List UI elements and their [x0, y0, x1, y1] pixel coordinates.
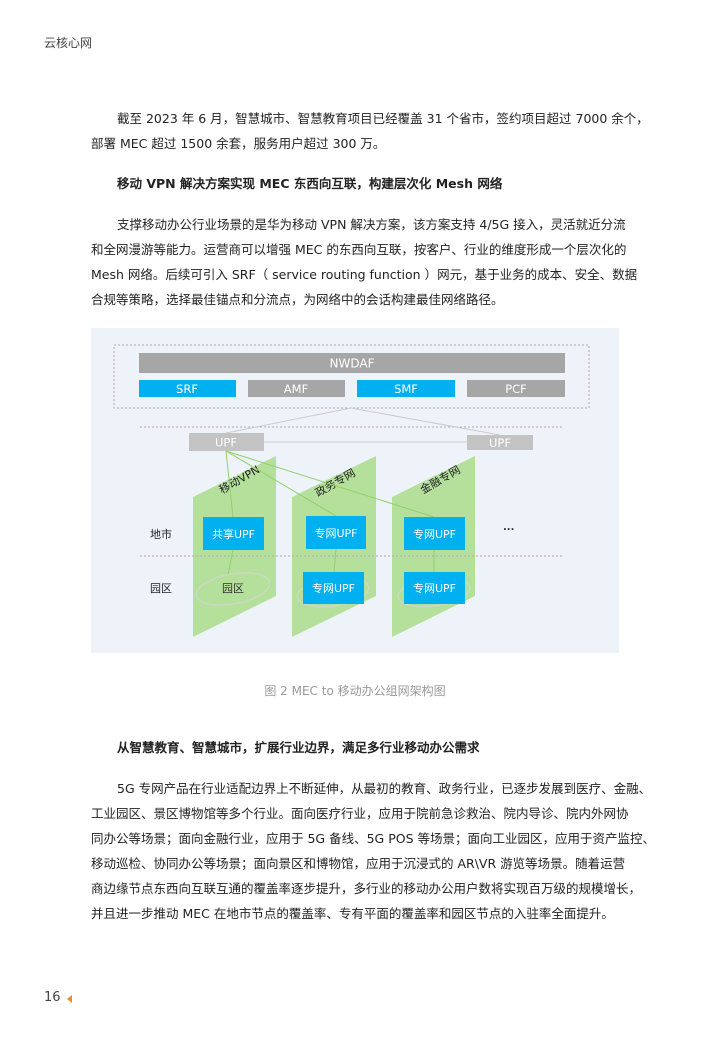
- text-line: Mesh 网络。后续可引入 SRF（ service routing funct…: [91, 267, 638, 282]
- smf-label: SMF: [394, 382, 418, 396]
- private-upf-box: [404, 572, 465, 604]
- section-header: 云核心网: [44, 36, 93, 50]
- pcf-box: [467, 380, 565, 397]
- text-line: 5G 专网产品在行业适配边界上不断延伸，从最初的教育、政务行业，已逐步发展到医疗…: [117, 781, 652, 796]
- campus-label: 园区: [222, 582, 244, 595]
- heading-2: 从智慧教育、智慧城市，扩展行业边界，满足多行业移动办公需求: [117, 740, 480, 755]
- upf-right-label: UPF: [489, 436, 511, 450]
- pcf-label: PCF: [505, 382, 527, 396]
- amf-box: [248, 380, 345, 397]
- srf-box: [139, 380, 236, 397]
- private-upf-label: 专网UPF: [314, 526, 357, 540]
- private-upf-box: [404, 517, 465, 550]
- heading-1: 移动 VPN 解决方案实现 MEC 东西向互联，构建层次化 Mesh 网络: [117, 176, 503, 191]
- text-line: 截至 2023 年 6 月，智慧城市、智慧教育项目已经覆盖 31 个省市，签约项…: [117, 111, 649, 126]
- paragraph-3: 5G 专网产品在行业适配边界上不断延伸，从最初的教育、政务行业，已逐步发展到医疗…: [91, 776, 655, 926]
- shared-upf-box: [203, 517, 264, 550]
- text-line: 移动巡检、协同办公等场景；面向景区和博物馆，应用于沉浸式的 AR\VR 游览等场…: [91, 856, 626, 871]
- architecture-diagram: NWDAF SRF AMF SMF PCF UPF UPF 移动VPN 政务专网…: [91, 328, 619, 653]
- page-marker-icon: [67, 995, 72, 1003]
- upf-left-box: [189, 433, 264, 451]
- private-upf-label: 专网UPF: [312, 581, 355, 595]
- text-line: 工业园区、景区博物馆等多个行业。面向医疗行业，应用于院前急诊救治、院内导诊、院内…: [91, 806, 629, 821]
- more-ellipsis: ...: [503, 522, 514, 533]
- paragraph-1: 截至 2023 年 6 月，智慧城市、智慧教育项目已经覆盖 31 个省市，签约项…: [91, 106, 649, 156]
- text-line: 部署 MEC 超过 1500 余套，服务用户超过 300 万。: [91, 136, 386, 151]
- upf-right-box: [467, 435, 533, 450]
- row-label-campus: 园区: [150, 582, 172, 595]
- text-line: 同办公等场景；面向金融行业，应用于 5G 备线、5G POS 等场景；面向工业园…: [91, 831, 655, 846]
- green-links: [225, 450, 435, 576]
- figure-caption: 图 2 MEC to 移动办公组网架构图: [264, 684, 446, 698]
- paragraph-2: 支撑移动办公行业场景的是华为移动 VPN 解决方案，该方案支持 4/5G 接入，…: [91, 212, 638, 312]
- link-line: [350, 407, 501, 436]
- text-line: 和全网漫游等能力。运营商可以增强 MEC 的东西向互联，按客户、行业的维度形成一…: [91, 242, 627, 257]
- control-plane-box: [113, 344, 590, 409]
- row-label-city: 地市: [150, 527, 172, 541]
- private-upf-label: 专网UPF: [413, 527, 456, 541]
- amf-label: AMF: [284, 382, 308, 396]
- upf-left-label: UPF: [215, 436, 237, 450]
- link-line: [225, 407, 352, 434]
- text-line: 合规等策略，选择最佳锚点和分流点，为网络中的会话构建最佳网络路径。: [91, 292, 504, 307]
- smf-box: [357, 380, 455, 397]
- page-number: 16: [44, 990, 61, 1005]
- srf-label: SRF: [176, 382, 198, 396]
- nwdaf-label: NWDAF: [330, 357, 375, 371]
- private-upf-box: [303, 572, 364, 604]
- nwdaf-bar: [139, 353, 565, 373]
- shared-upf-label: 共享UPF: [212, 527, 255, 541]
- private-upf-label: 专网UPF: [413, 581, 456, 595]
- private-upf-box: [306, 516, 366, 549]
- text-line: 支撑移动办公行业场景的是华为移动 VPN 解决方案，该方案支持 4/5G 接入，…: [117, 217, 626, 232]
- text-line: 并且进一步推动 MEC 在地市节点的覆盖率、专有平面的覆盖率和园区节点的入驻率全…: [91, 906, 614, 921]
- text-line: 商边缘节点东西向互联互通的覆盖率逐步提升，多行业的移动办公用户数将实现百万级的规…: [91, 881, 642, 896]
